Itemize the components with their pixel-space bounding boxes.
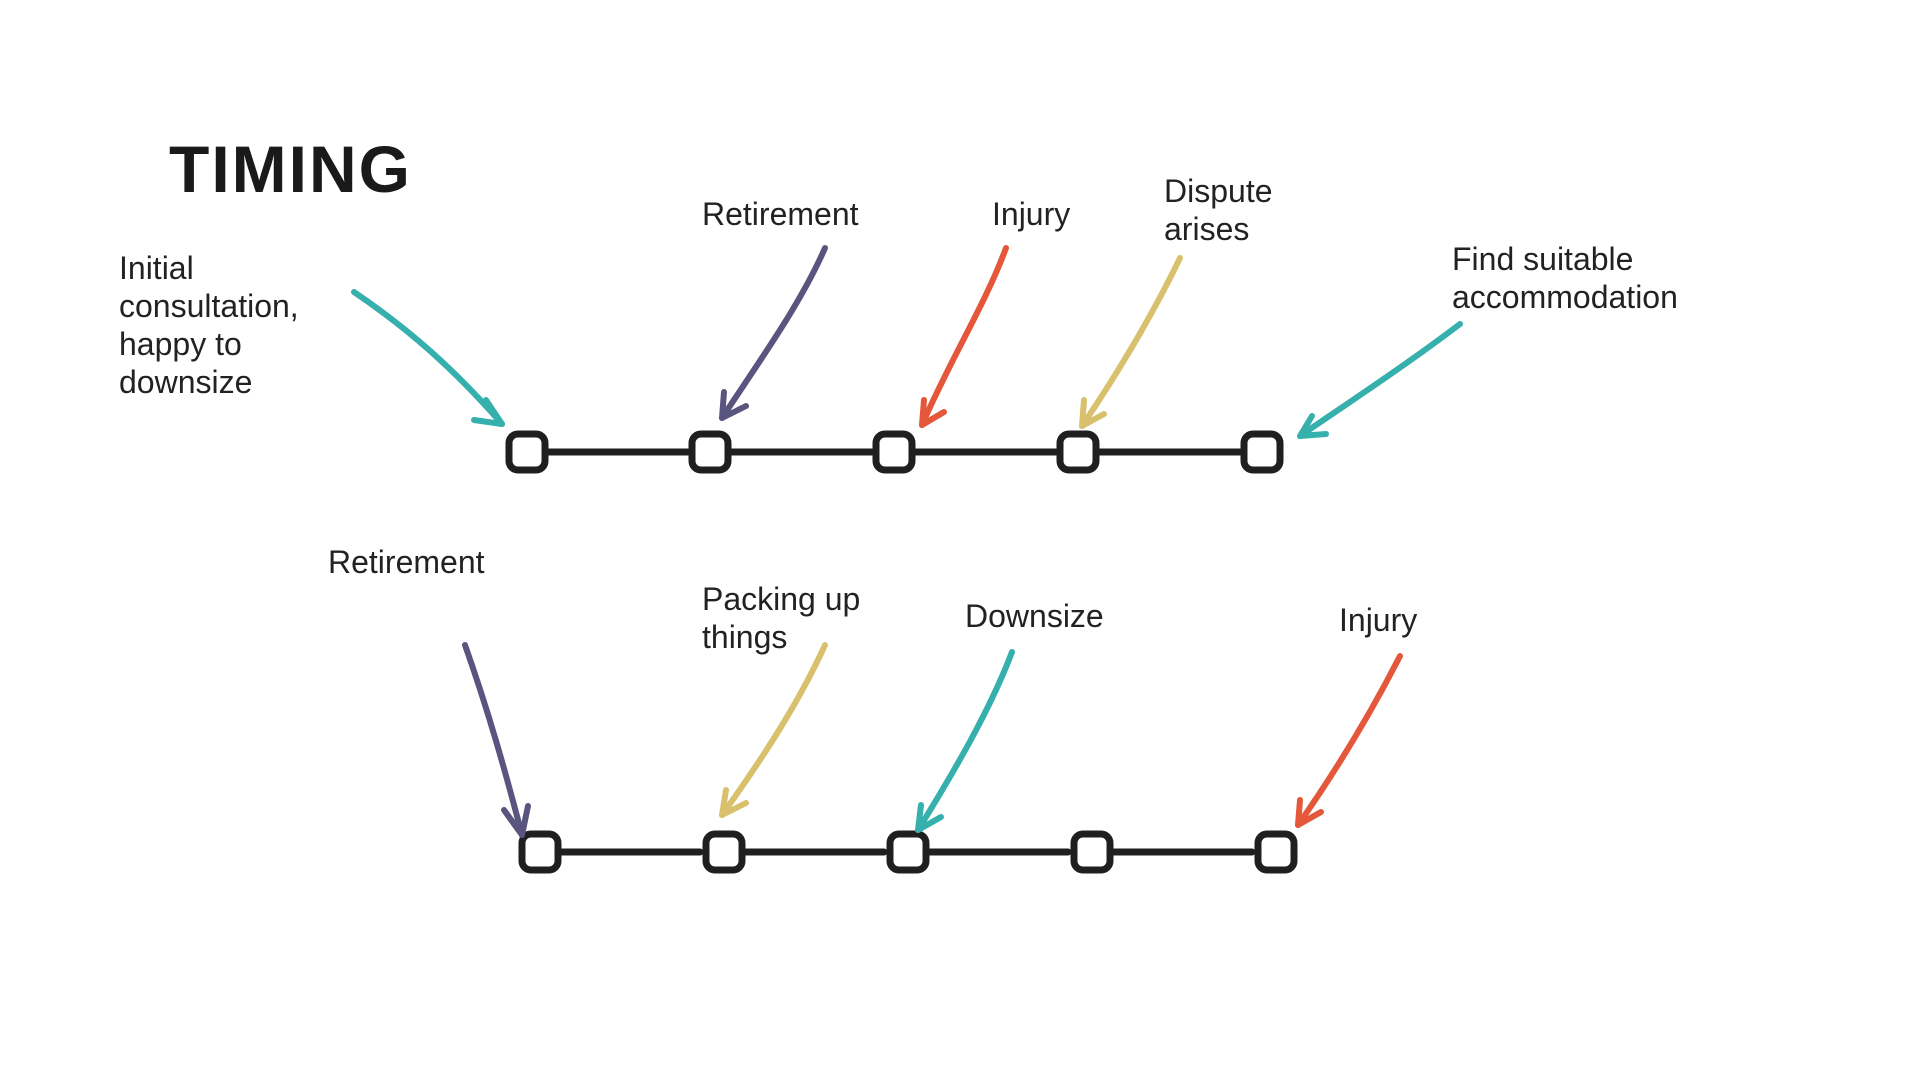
label-dispute-arises: Dispute arises <box>1164 173 1273 247</box>
arrow-yellow-packing <box>719 642 828 818</box>
timeline-2-node-4 <box>1070 830 1114 874</box>
arrow-purple-retirement <box>719 245 828 421</box>
label-downsize: Downsize <box>965 598 1104 634</box>
label-initial-consultation: Initial consultation, happy to downsize <box>119 250 299 400</box>
arrow-teal-downsize <box>915 649 1015 833</box>
label-find-accommodation: Find suitable accommodation <box>1452 241 1678 315</box>
timeline-1-node-4 <box>1056 430 1100 474</box>
page-title: TIMING <box>169 132 412 206</box>
arrow-orange-injury-2 <box>1295 653 1403 828</box>
arrow-teal-find <box>1297 321 1463 439</box>
timeline-1-node-2 <box>688 430 732 474</box>
timeline-1 <box>351 245 1463 474</box>
arrow-purple-retirement-2 <box>462 642 531 838</box>
arrow-teal-initial <box>351 289 505 427</box>
timeline-1-node-1 <box>505 430 549 474</box>
label-packing-up-things: Packing up things <box>702 581 861 655</box>
timeline-1-node-3 <box>872 430 916 474</box>
timeline-2-node-1 <box>518 830 562 874</box>
timeline-2-node-5 <box>1254 830 1298 874</box>
label-retirement-2: Retirement <box>328 544 485 580</box>
timeline-1-node-5 <box>1240 430 1284 474</box>
arrow-yellow-dispute <box>1079 255 1183 429</box>
timeline-2-node-3 <box>886 830 930 874</box>
timeline-2 <box>462 642 1403 874</box>
label-retirement: Retirement <box>702 196 859 232</box>
label-injury-2: Injury <box>1339 602 1418 638</box>
timeline-2-node-2 <box>702 830 746 874</box>
label-injury: Injury <box>992 196 1071 232</box>
arrow-orange-injury <box>919 245 1009 428</box>
